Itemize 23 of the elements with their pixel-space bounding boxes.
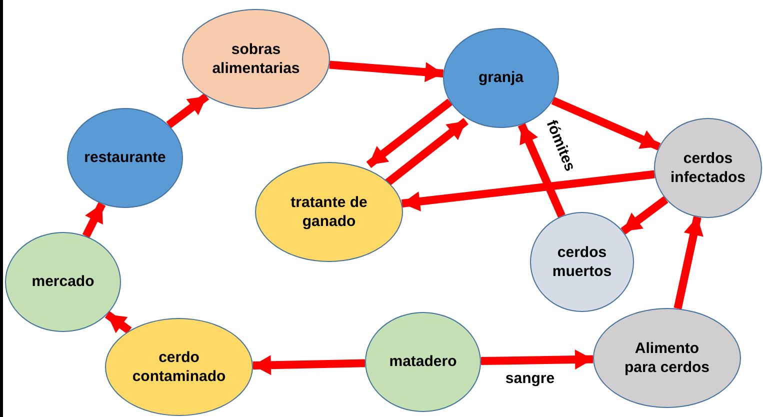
arrow bbox=[551, 96, 661, 150]
arrow bbox=[620, 196, 668, 235]
arrow bbox=[480, 350, 594, 370]
arrow bbox=[401, 170, 655, 212]
node-label: matadero bbox=[389, 352, 457, 372]
arrow bbox=[82, 202, 106, 238]
node-label: Alimento para cerdos bbox=[624, 338, 710, 378]
node-label: restaurante bbox=[84, 148, 166, 168]
arrow bbox=[674, 216, 704, 310]
arrow bbox=[166, 93, 210, 128]
arrow bbox=[104, 311, 132, 334]
arrow bbox=[252, 355, 366, 376]
node-label: cerdo contaminado bbox=[131, 348, 227, 386]
arrow bbox=[366, 98, 452, 168]
arrow bbox=[384, 118, 468, 187]
arrow bbox=[329, 60, 444, 82]
node-label: granja bbox=[478, 68, 524, 88]
node-label: tratante de ganado bbox=[290, 192, 368, 232]
node-label: mercado bbox=[32, 272, 94, 292]
node-label: cerdos infectados bbox=[669, 148, 746, 188]
arrow bbox=[518, 123, 566, 218]
node-label: cerdos muertos bbox=[551, 242, 613, 282]
node-label: sobras alimentarias bbox=[211, 40, 301, 78]
